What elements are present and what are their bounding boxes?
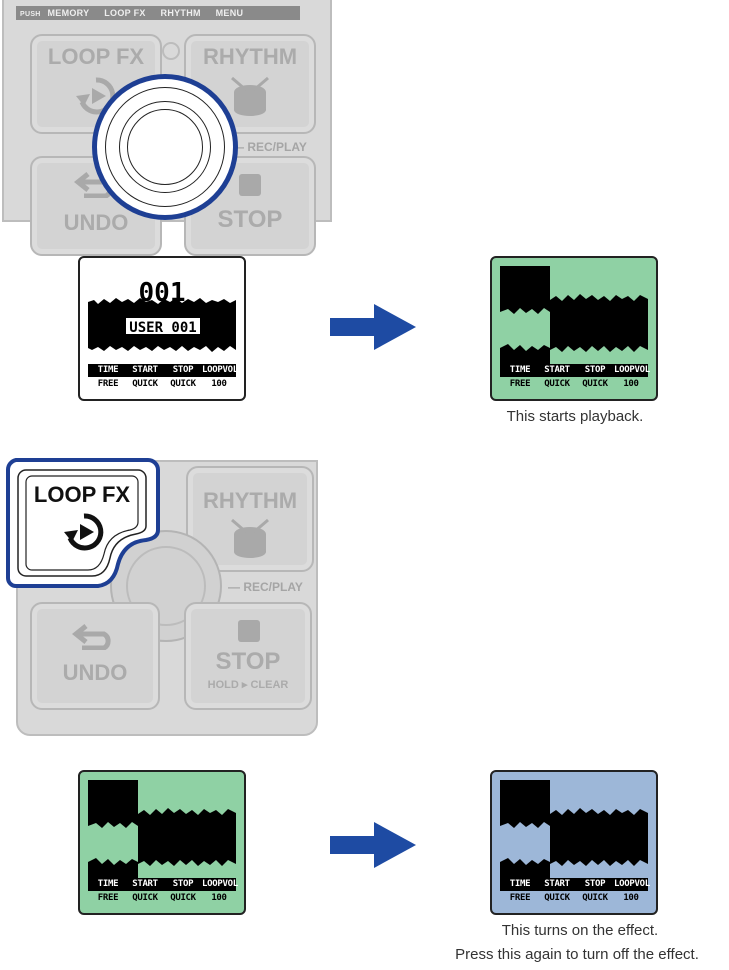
param-value: FREE — [97, 379, 119, 389]
param-header: START — [132, 879, 158, 889]
waveform — [500, 780, 648, 878]
param-header: LOOPVOL — [202, 879, 238, 889]
undo-label: UNDO — [62, 660, 128, 685]
param-value: QUICK — [170, 379, 196, 389]
caption-playback: This starts playback. — [506, 408, 644, 425]
lcd-display: TIME START STOP LOOPVOL FREE QUICK QUICK… — [500, 266, 650, 391]
param-header: LOOPVOL — [614, 879, 650, 889]
rec-play-button[interactable] — [92, 74, 238, 220]
param-value: 100 — [623, 379, 639, 389]
right-arrow-icon — [330, 822, 416, 868]
param-header: STOP — [584, 365, 606, 375]
stop-button[interactable]: STOP HOLD ▸ CLEAR — [184, 602, 312, 710]
param-value: QUICK — [132, 893, 158, 903]
lcd-display: TIME START STOP LOOPVOL FREE QUICK QUICK… — [88, 780, 238, 905]
loopfx-outline — [6, 458, 160, 588]
lcd-screen-effect-on: TIME START STOP LOOPVOL FREE QUICK QUICK… — [490, 770, 658, 915]
lcd-display: TIME START STOP LOOPVOL FREE QUICK QUICK… — [500, 780, 650, 905]
right-arrow-icon — [330, 304, 416, 350]
param-value: QUICK — [582, 893, 608, 903]
param-header: STOP — [584, 879, 606, 889]
middle-device-panel: RHYTHM — REC/PLAY UNDO STOP HOLD ▸ CLEAR — [6, 458, 318, 736]
led-indicator — [162, 42, 180, 60]
param-bar: TIME START STOP LOOPVOL FREE QUICK QUICK… — [500, 878, 650, 905]
param-value: QUICK — [544, 893, 570, 903]
menu-memory: MEMORY — [47, 8, 90, 18]
caption-effect-off: Press this again to turn off the effect. — [455, 946, 699, 963]
param-header: START — [132, 365, 158, 375]
param-value: QUICK — [170, 893, 196, 903]
lcd-display: 001 USER 001 TIME START STOP LOOPVOL FRE… — [88, 266, 238, 391]
caption-effect-on: This turns on the effect. — [501, 922, 659, 939]
menu-bar: PUSH MEMORY LOOP FX RHYTHM MENU — [16, 6, 300, 20]
param-header: START — [544, 365, 570, 375]
param-bar: TIME START STOP LOOPVOL FREE QUICK QUICK… — [500, 364, 650, 391]
param-bar: TIME START STOP LOOPVOL FREE QUICK QUICK… — [88, 364, 238, 391]
param-header: TIME — [97, 365, 119, 375]
undo-button[interactable]: UNDO — [30, 602, 160, 710]
loopfx-button-highlight[interactable]: LOOP FX — [6, 458, 160, 588]
undo-label: UNDO — [63, 210, 129, 235]
waveform — [500, 266, 648, 364]
stop-label: STOP — [215, 648, 281, 675]
param-value: 100 — [211, 379, 227, 389]
stop-square-icon — [239, 174, 261, 196]
drum-icon — [231, 76, 269, 116]
param-header: START — [544, 879, 570, 889]
menu-menu: MENU — [215, 8, 244, 18]
preset-number-underline — [138, 308, 188, 310]
lcd-screen-playback: TIME START STOP LOOPVOL FREE QUICK QUICK… — [490, 256, 658, 401]
menu-loopfx: LOOP FX — [104, 8, 146, 18]
preset-name: USER 001 — [124, 316, 202, 336]
stop-label: STOP — [217, 206, 283, 233]
rhythm-label: RHYTHM — [202, 44, 298, 69]
menu-rhythm: RHYTHM — [160, 8, 201, 18]
drum-icon — [231, 518, 269, 558]
param-header: LOOPVOL — [202, 365, 238, 375]
lcd-screen-user: 001 USER 001 TIME START STOP LOOPVOL FRE… — [78, 256, 246, 401]
param-header: TIME — [97, 879, 119, 889]
param-header: TIME — [509, 879, 531, 889]
param-header: STOP — [172, 365, 194, 375]
param-value: QUICK — [132, 379, 158, 389]
loopfx-label: LOOP FX — [47, 44, 145, 69]
stop-hold-clear-label: HOLD ▸ CLEAR — [207, 679, 289, 691]
menu-push: PUSH — [20, 11, 41, 18]
param-value: QUICK — [544, 379, 570, 389]
param-header: STOP — [172, 879, 194, 889]
rec-play-label: — REC/PLAY — [232, 140, 307, 154]
rhythm-label: RHYTHM — [202, 488, 298, 513]
param-value: 100 — [211, 893, 227, 903]
param-header: TIME — [509, 365, 531, 375]
param-value: FREE — [509, 379, 531, 389]
preset-number: 001 — [138, 278, 186, 308]
loop-play-icon — [64, 513, 104, 551]
rec-play-label: — REC/PLAY — [228, 580, 303, 594]
param-header: LOOPVOL — [614, 365, 650, 375]
param-value: FREE — [97, 893, 119, 903]
undo-arrow-icon — [72, 624, 111, 650]
stop-square-icon — [238, 620, 260, 642]
top-device-panel: PUSH MEMORY LOOP FX RHYTHM MENU LOOP FX … — [2, 0, 332, 256]
waveform — [88, 780, 236, 878]
param-value: QUICK — [582, 379, 608, 389]
param-value: FREE — [509, 893, 531, 903]
param-value: 100 — [623, 893, 639, 903]
lcd-screen-before-effect: TIME START STOP LOOPVOL FREE QUICK QUICK… — [78, 770, 246, 915]
param-bar: TIME START STOP LOOPVOL FREE QUICK QUICK… — [88, 878, 238, 905]
loopfx-label: LOOP FX — [33, 482, 131, 507]
